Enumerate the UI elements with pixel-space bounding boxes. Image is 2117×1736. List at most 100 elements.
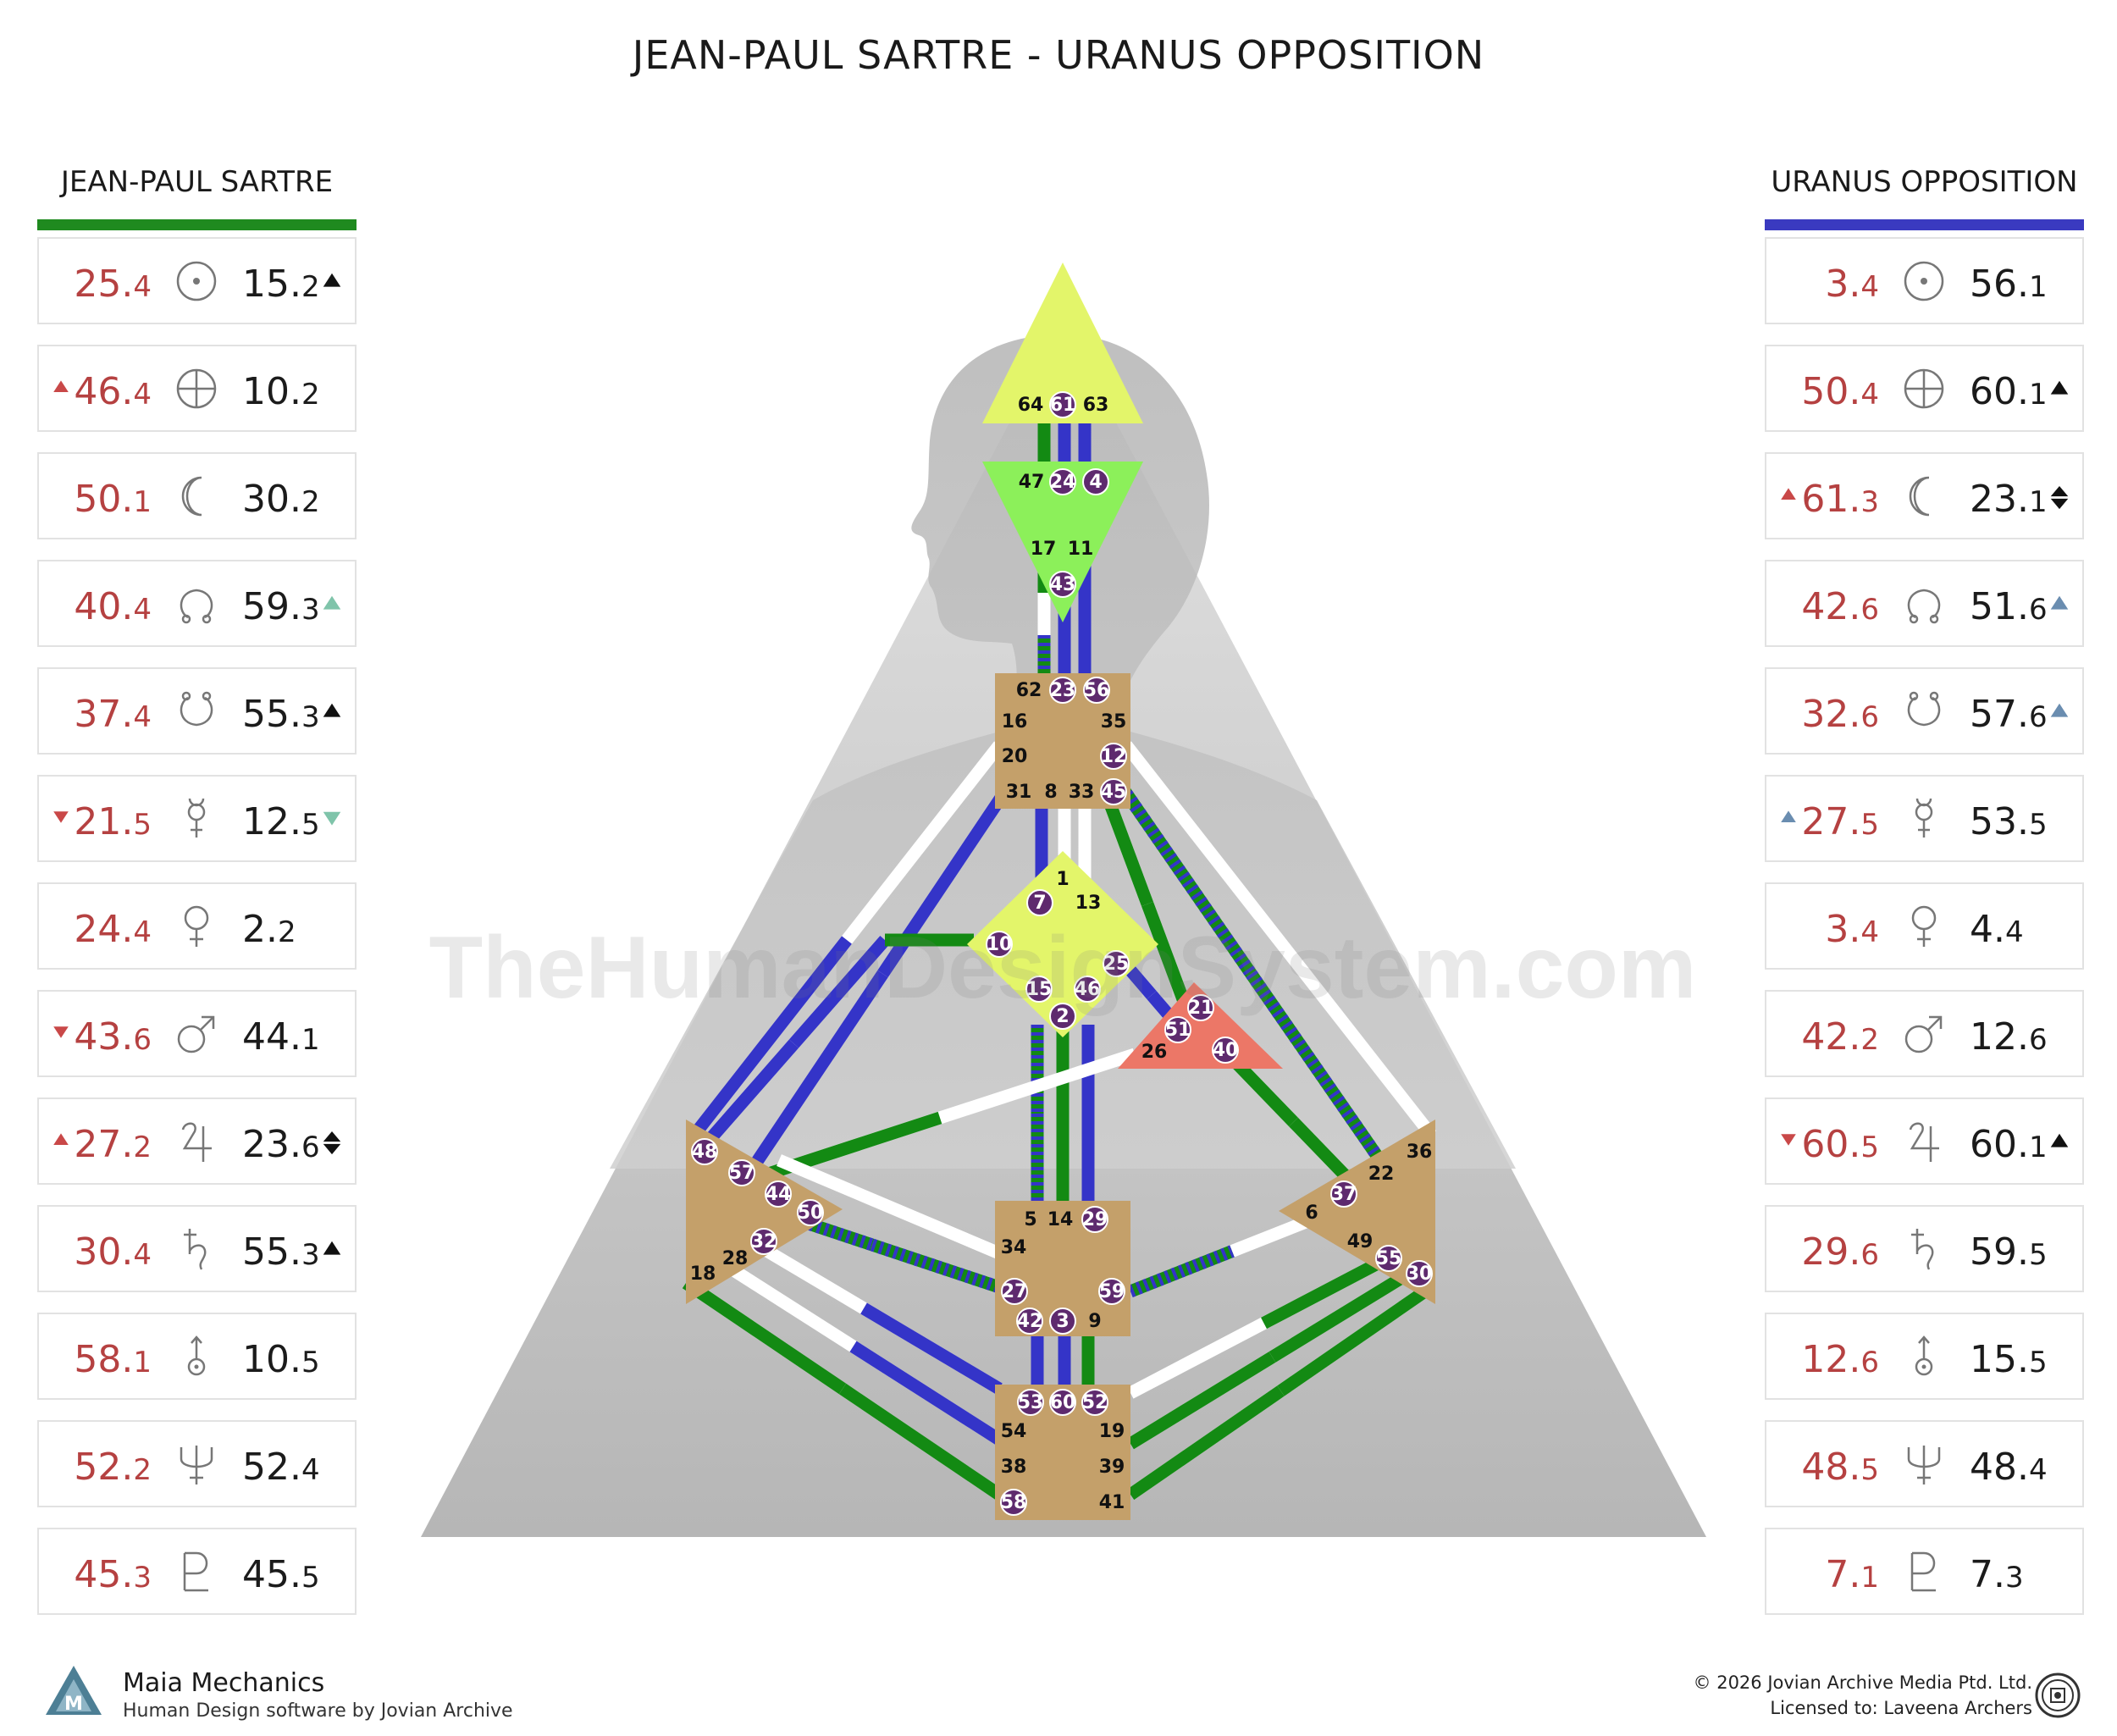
personality-value: 57.6 xyxy=(1970,693,2048,736)
gate-number: 60. xyxy=(1970,370,2029,413)
personality-value: 55.3 xyxy=(242,1230,320,1274)
gate-number: 12. xyxy=(1801,1338,1861,1381)
gate-number: 10. xyxy=(242,370,301,413)
line-number: 3 xyxy=(1860,485,1879,519)
north-node-icon xyxy=(180,589,213,624)
gate-activation-marker xyxy=(1016,1308,1043,1335)
license-text: Licensed to: Laveena Archers xyxy=(1770,1698,2032,1718)
gate-number: 27. xyxy=(74,1123,134,1166)
gate-label: 2 xyxy=(1056,1006,1069,1027)
pluto-icon xyxy=(183,1551,208,1592)
gate-activation-marker xyxy=(1406,1260,1433,1287)
gate-number: 2. xyxy=(242,908,278,951)
gate-number: 59. xyxy=(1970,1230,2029,1274)
personality-value: 52.4 xyxy=(242,1446,320,1489)
venus-icon xyxy=(1911,905,1937,947)
gate-label: 45 xyxy=(1101,782,1127,803)
root-center xyxy=(995,1385,1130,1520)
copyright-text: © 2026 Jovian Archive Media Ptd. Ltd. xyxy=(1693,1672,2032,1693)
left-fixing-arrow-icon xyxy=(53,1026,69,1038)
gate-label: 40 xyxy=(1213,1040,1239,1061)
personality-value: 30.2 xyxy=(242,478,320,521)
gate-label: 58 xyxy=(1001,1492,1027,1513)
gate-label: 60 xyxy=(1050,1392,1076,1413)
gate-label: 18 xyxy=(690,1263,716,1285)
line-number: 6 xyxy=(1860,1238,1879,1272)
gate-number: 12. xyxy=(242,800,301,843)
personality-value: 60.1 xyxy=(1970,1123,2048,1166)
line-number: 4 xyxy=(301,1453,320,1487)
mercury-icon xyxy=(187,798,206,838)
activation-row: 29.6 59.5 xyxy=(1765,1205,2084,1292)
personality-value: 23.1 xyxy=(1970,478,2048,521)
design-value: 29.6 xyxy=(1801,1230,1879,1274)
activation-row: 58.1 10.5 xyxy=(37,1313,357,1400)
gate-label: 37 xyxy=(1331,1184,1357,1205)
personality-value: 59.3 xyxy=(242,585,320,628)
gate-activation-marker xyxy=(1001,1278,1028,1305)
gate-label: 15 xyxy=(1026,979,1053,1000)
right-fixing-arrow-icon xyxy=(323,595,341,610)
brand-name: Maia Mechanics xyxy=(123,1668,325,1698)
gate-label: 26 xyxy=(1141,1042,1168,1063)
gate-number: 23. xyxy=(1970,478,2029,521)
gate-number: 55. xyxy=(242,1230,301,1274)
gate-number: 50. xyxy=(74,478,134,521)
gate-label: 53 xyxy=(1018,1392,1044,1413)
gate-activation-marker xyxy=(986,931,1013,958)
personality-value: 59.5 xyxy=(1970,1230,2048,1274)
gate-number: 7. xyxy=(1825,1553,1861,1596)
line-number: 4 xyxy=(133,593,152,627)
line-number: 5 xyxy=(133,808,152,842)
channel-segment xyxy=(1269,1264,1418,1363)
personality-value: 4.4 xyxy=(1970,908,2024,951)
channel-segment xyxy=(838,1383,1003,1501)
gate-activation-marker xyxy=(1049,468,1076,495)
gate-number: 42. xyxy=(1801,585,1861,628)
personality-value: 10.5 xyxy=(242,1338,320,1381)
gate-label: 49 xyxy=(1347,1231,1374,1252)
channel-segment xyxy=(1128,1245,1235,1297)
gate-number: 43. xyxy=(74,1015,134,1059)
line-number: 5 xyxy=(2028,1346,2048,1379)
channel-segment xyxy=(1126,1385,1285,1501)
design-value: 58.1 xyxy=(74,1338,152,1381)
design-value: 61.3 xyxy=(1801,478,1879,521)
right-fixing-arrow-icon xyxy=(2050,595,2069,610)
gate-activation-marker xyxy=(1081,1389,1108,1416)
north-node-icon xyxy=(1907,589,1941,624)
gate-label: 3 xyxy=(1056,1311,1069,1332)
gate-number: 45. xyxy=(74,1553,134,1596)
design-value: 50.4 xyxy=(1801,370,1879,413)
line-number: 6 xyxy=(1860,700,1879,734)
gate-activation-marker xyxy=(1098,1278,1125,1305)
line-number: 6 xyxy=(301,1131,320,1164)
gate-number: 37. xyxy=(74,693,134,736)
gate-activation-marker xyxy=(765,1180,792,1208)
uranus-icon xyxy=(187,1335,206,1376)
neptune-icon xyxy=(180,1446,213,1484)
line-number: 6 xyxy=(133,1023,152,1057)
left-fixing-arrow-icon xyxy=(53,1133,69,1145)
gate-label: 8 xyxy=(1044,782,1057,803)
line-number: 3 xyxy=(301,1238,320,1272)
venus-icon xyxy=(184,905,209,947)
gate-label: 35 xyxy=(1101,711,1127,733)
channel-segment xyxy=(743,970,888,1177)
line-number: 4 xyxy=(1860,270,1879,304)
gate-label: 59 xyxy=(1099,1281,1125,1302)
gate-label: 1 xyxy=(1056,869,1069,890)
gate-activation-marker xyxy=(691,1138,718,1165)
neptune-icon xyxy=(1907,1446,1941,1484)
personality-value: 15.5 xyxy=(1970,1338,2048,1381)
gate-label: 28 xyxy=(722,1248,749,1269)
line-number: 6 xyxy=(1860,593,1879,627)
gate-number: 23. xyxy=(242,1123,301,1166)
design-value: 30.4 xyxy=(74,1230,152,1274)
